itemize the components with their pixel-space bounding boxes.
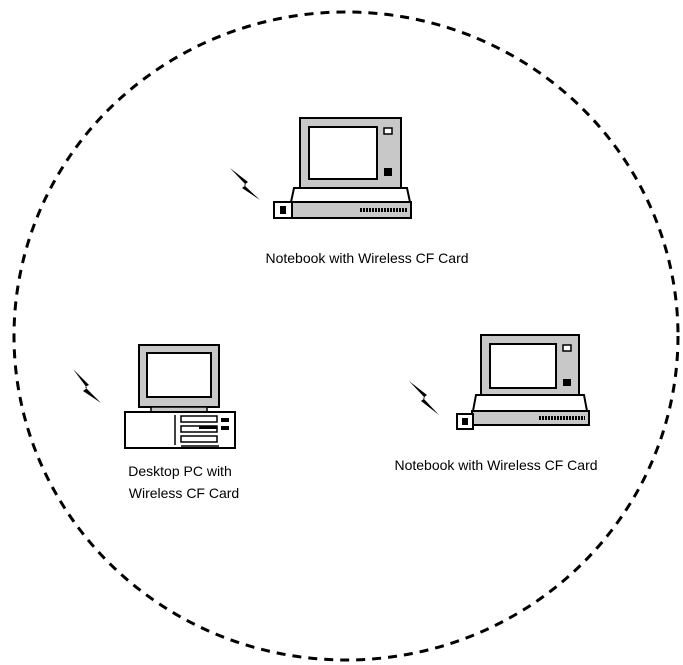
- desktop-pc-label-line1: Desktop PC with: [128, 463, 231, 479]
- notebook-right: [409, 334, 590, 430]
- notebook-icon: [456, 334, 590, 430]
- desktop-pc-icon: [124, 344, 236, 449]
- notebook-right-label: Notebook with Wireless CF Card: [394, 457, 597, 473]
- network-boundary: [12, 10, 680, 662]
- notebook-top: [230, 117, 412, 219]
- wireless-signal-icon: [409, 381, 439, 415]
- desktop-pc-label-line2: Wireless CF Card: [129, 485, 239, 501]
- wireless-signal-icon: [230, 168, 260, 200]
- notebook-top-label: Notebook with Wireless CF Card: [265, 250, 468, 266]
- notebook-icon: [273, 117, 412, 219]
- desktop-pc: [73, 344, 236, 449]
- wireless-signal-icon: [73, 369, 101, 403]
